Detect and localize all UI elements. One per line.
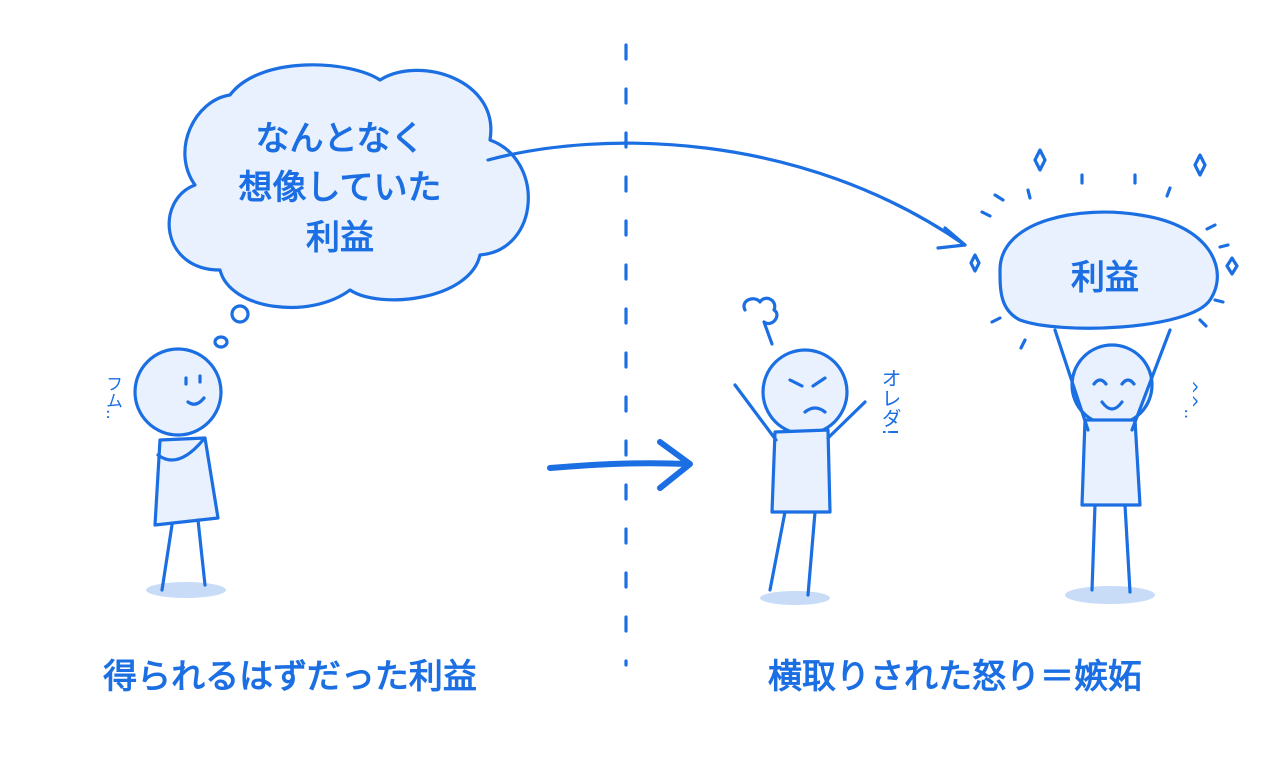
- thought-dot: [213, 335, 229, 349]
- happy-sound: ^^..: [1180, 380, 1200, 420]
- thought-dot: [230, 304, 250, 324]
- thought-line: 想像していた: [238, 168, 442, 209]
- right-caption: 横取りされた怒り＝嫉妬: [768, 657, 1142, 697]
- profit-blob-label: 利益: [1071, 258, 1139, 298]
- thinking-figure: [133, 347, 226, 598]
- thought-cloud: [167, 63, 530, 309]
- curved-arrow: [486, 141, 967, 247]
- happy-figure: [969, 148, 1239, 604]
- profit-blob: [998, 210, 1219, 330]
- left-caption: 得られるはずだった利益: [103, 657, 477, 697]
- thought-line: なんとなく: [255, 119, 425, 159]
- transition-arrow: [547, 439, 693, 491]
- arrow-head: [936, 226, 967, 250]
- angry-sound: オレダ!: [878, 368, 902, 437]
- angry-figure: [733, 296, 867, 605]
- thought-cloud-text: なんとなく 想像していた 利益: [215, 115, 465, 263]
- thinking-sound: フム..: [102, 375, 122, 420]
- thought-line: 利益: [306, 217, 374, 258]
